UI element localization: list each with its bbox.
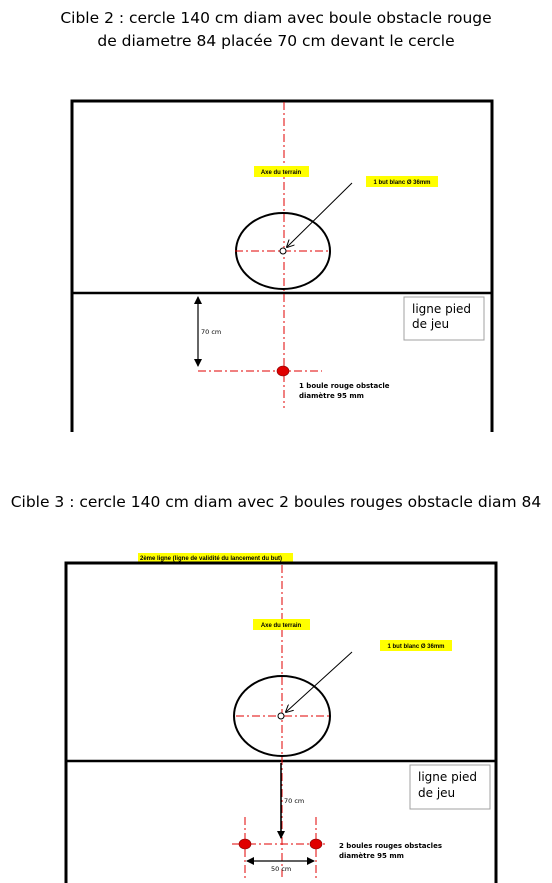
cible3-spacing-label: 50 cm bbox=[271, 865, 291, 873]
cible3-jack bbox=[277, 712, 285, 720]
cible2-red-obstacle-ball bbox=[276, 365, 290, 377]
cible3-axis-label: Axe du terrain bbox=[261, 623, 302, 629]
cible2-jack-label: 1 but blanc Ø 36mm bbox=[373, 180, 430, 186]
cible3-red-obstacle-ball-left bbox=[238, 838, 252, 850]
cible3-obstacle-label-2: diamètre 95 mm bbox=[339, 852, 404, 860]
cible2-title-line2: de diametre 84 placée 70 cm devant le ce… bbox=[97, 32, 455, 50]
cible3-foot-line-label-1: ligne pied bbox=[418, 770, 477, 784]
cible3-foot-line-label-2: de jeu bbox=[418, 786, 455, 800]
cible2-obstacle-label-2: diamètre 95 mm bbox=[299, 392, 364, 400]
cible3-target-circle bbox=[233, 675, 331, 757]
cible2-diagram: Axe du terrain 1 but blanc Ø 36mm 70 cm … bbox=[70, 99, 494, 432]
cible3-axis-label-bg bbox=[253, 619, 310, 630]
cible2-jack-label-bg bbox=[366, 176, 438, 187]
cible2-distance-label: 70 cm bbox=[201, 328, 221, 336]
cible3-foot-line-box bbox=[409, 764, 491, 810]
cible2-jack-pointer bbox=[287, 182, 353, 247]
cible3-jack-label-bg bbox=[380, 640, 452, 651]
cible2-foot-line-box bbox=[403, 296, 485, 341]
cible3-distance-label: 70 cm bbox=[284, 797, 304, 805]
cible2-foot-line-label-2: de jeu bbox=[412, 317, 449, 331]
cible3-diagram: 2ème ligne (ligne de validité du lanceme… bbox=[64, 553, 498, 883]
cible3-title: Cible 3 : cercle 140 cm diam avec 2 boul… bbox=[10, 493, 542, 511]
cible2-axis-label-bg bbox=[254, 166, 309, 177]
cible2-obstacle-label-1: 1 boule rouge obstacle bbox=[299, 382, 390, 390]
cible2-field-border bbox=[70, 99, 494, 432]
cible2-foot-line-label-1: ligne pied bbox=[412, 302, 471, 316]
cible3-obstacle-label-1: 2 boules rouges obstacles bbox=[339, 842, 442, 850]
cible3-red-obstacle-ball-right bbox=[309, 838, 323, 850]
cible3-second-line-label-bg bbox=[138, 553, 293, 562]
cible3-field-border bbox=[64, 561, 498, 883]
cible2-jack bbox=[279, 247, 287, 255]
cible3-jack-label: 1 but blanc Ø 36mm bbox=[387, 644, 444, 650]
cible2-title-line1: Cible 2 : cercle 140 cm diam avec boule … bbox=[60, 9, 492, 27]
cible3-second-line-label: 2ème ligne (ligne de validité du lanceme… bbox=[140, 556, 282, 562]
cible3-jack-pointer bbox=[286, 651, 353, 712]
cible2-axis-label: Axe du terrain bbox=[261, 170, 302, 176]
